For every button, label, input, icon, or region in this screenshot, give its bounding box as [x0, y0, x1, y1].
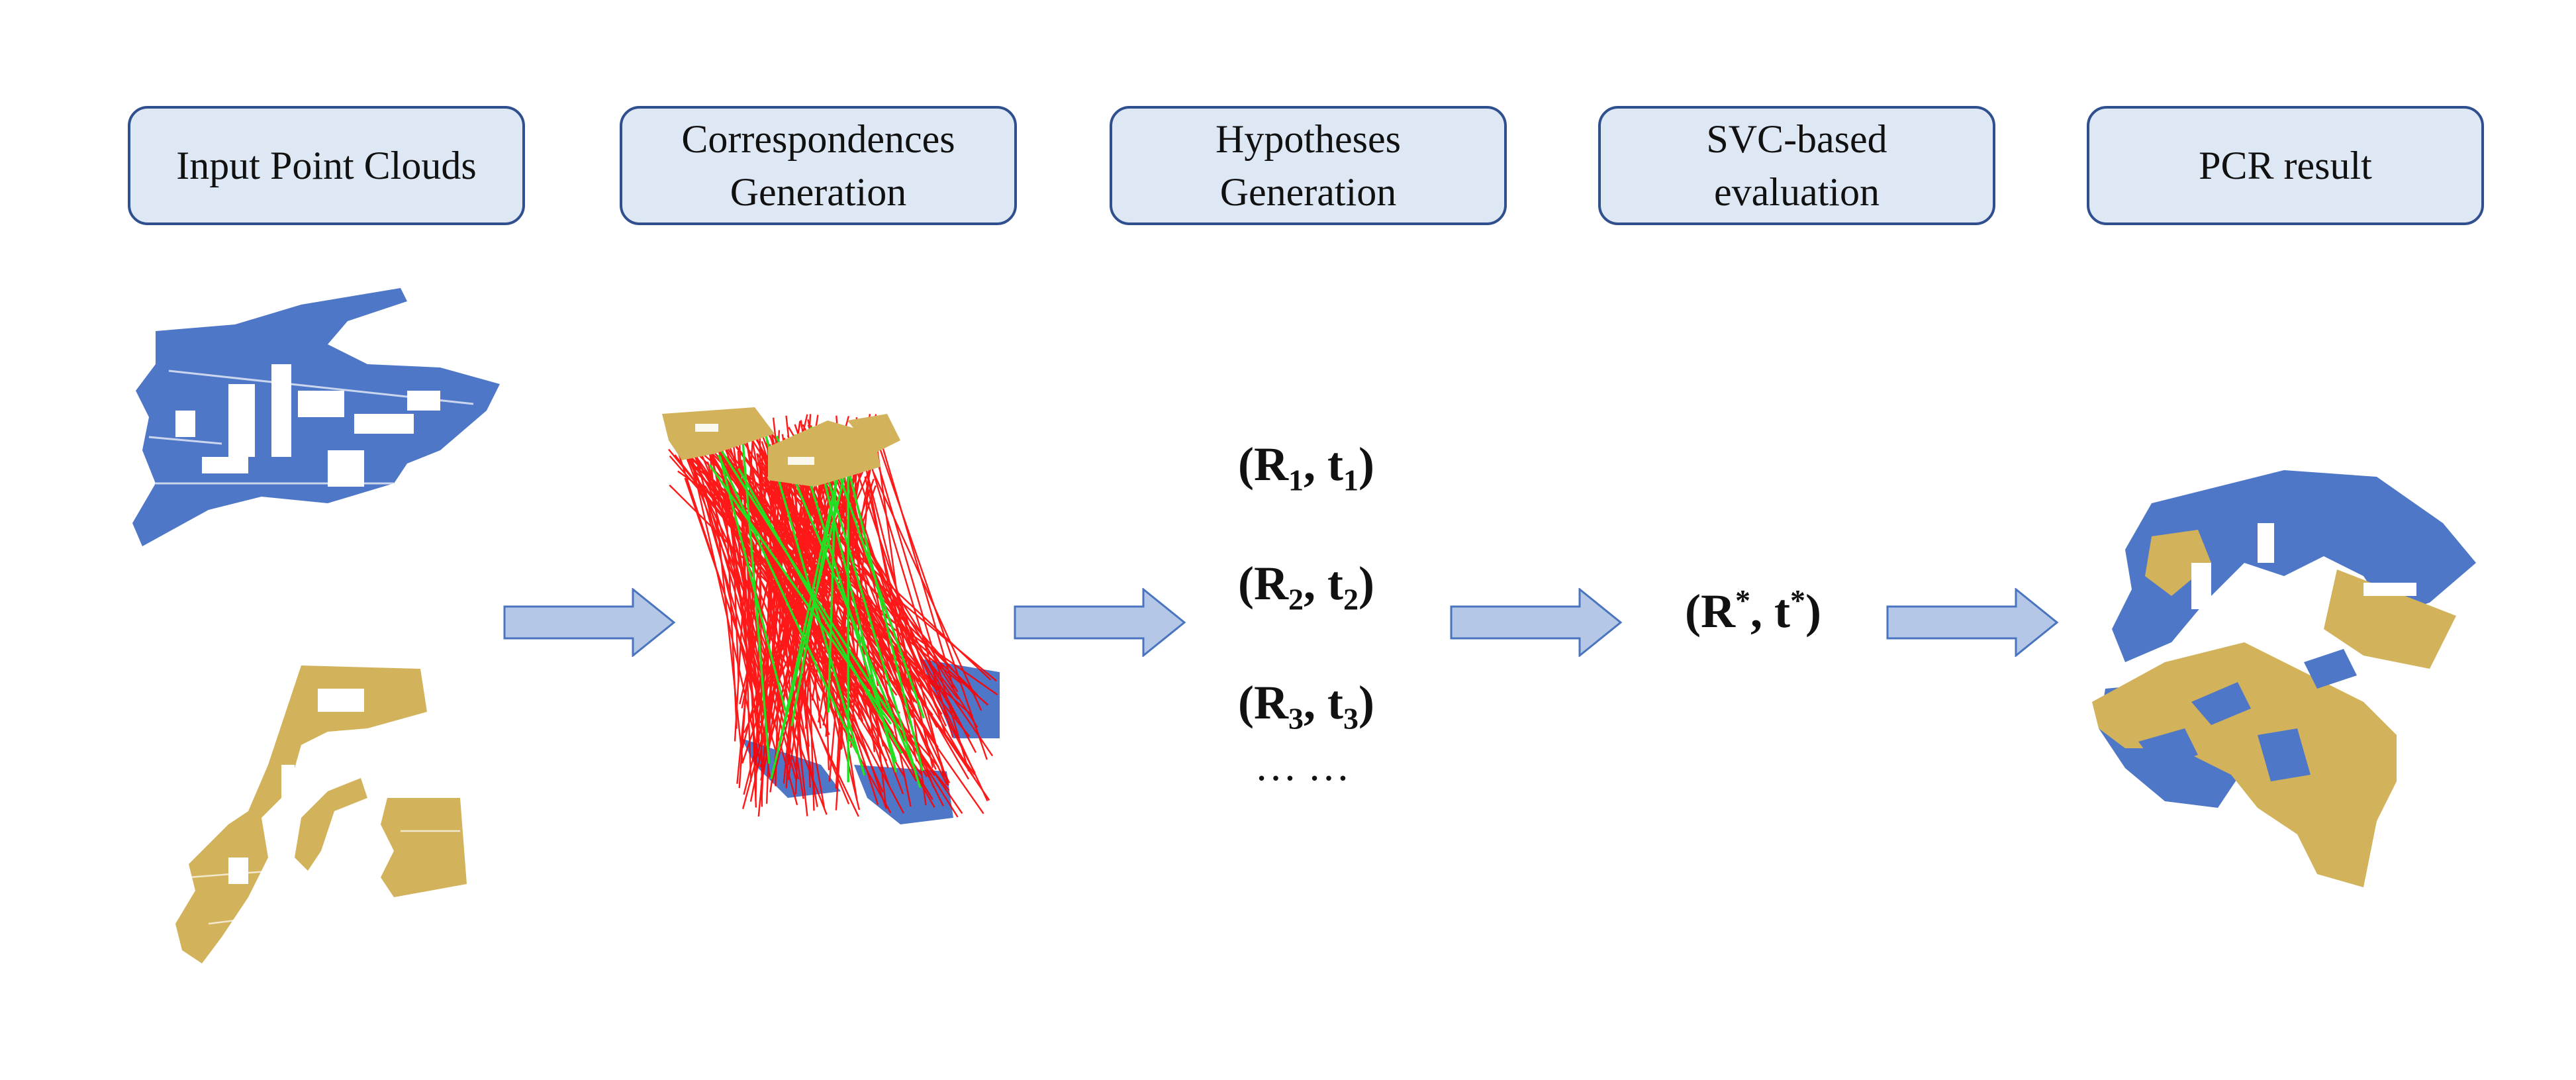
rotation-symbol: R	[1253, 438, 1288, 491]
stage-label-line-1: Hypotheses	[1216, 117, 1401, 161]
registered-point-cloud	[2092, 470, 2476, 887]
more-hypotheses-ellipsis: … …	[1255, 742, 1350, 789]
stage-label-line-1: Correspondences	[681, 117, 955, 161]
stage-label-line-1: SVC-based	[1706, 117, 1887, 161]
translation-symbol: t	[1327, 557, 1343, 610]
rotation-symbol: R	[1253, 557, 1288, 610]
stage-input-point-clouds: Input Point Clouds	[128, 106, 525, 225]
hypothesis-3: (R3, t3)	[1238, 676, 1374, 736]
stage-label: Input Point Clouds	[176, 144, 477, 187]
rotation-symbol: R	[1700, 585, 1735, 638]
correspondences-visualization	[662, 407, 1000, 824]
rotation-index: 3	[1288, 701, 1304, 736]
translation-index: 1	[1343, 463, 1359, 497]
stage-label: PCR result	[2199, 144, 2372, 187]
translation-symbol: t	[1327, 676, 1343, 729]
source-point-cloud	[132, 288, 500, 546]
flow-arrow-1	[503, 588, 676, 657]
hypothesis-1: (R1, t1)	[1238, 438, 1374, 497]
target-point-cloud	[175, 665, 467, 963]
rotation-index: 2	[1288, 582, 1304, 616]
stage-label-line-2: evaluation	[1714, 170, 1880, 214]
optimal-marker: *	[1735, 583, 1750, 617]
best-hypothesis: (R*, t*)	[1685, 583, 1821, 638]
translation-symbol: t	[1327, 438, 1343, 491]
hypothesis-2: (R2, t2)	[1238, 557, 1374, 616]
stage-label-line-2: Generation	[730, 170, 907, 214]
stage-svc-based-evaluation: SVC-based evaluation	[1598, 106, 1995, 225]
translation-index: 3	[1343, 701, 1359, 736]
flow-arrow-2	[1014, 588, 1186, 657]
stage-hypotheses-generation: Hypotheses Generation	[1110, 106, 1507, 225]
stage-correspondences-generation: Correspondences Generation	[620, 106, 1017, 225]
flow-arrow-3	[1450, 588, 1623, 657]
translation-index: 2	[1343, 582, 1359, 616]
translation-symbol: t	[1774, 585, 1790, 638]
flow-arrow-4	[1886, 588, 2059, 657]
rotation-symbol: R	[1253, 676, 1288, 729]
stage-pcr-result: PCR result	[2087, 106, 2484, 225]
stage-label-line-2: Generation	[1219, 170, 1397, 214]
rotation-index: 1	[1288, 463, 1304, 497]
optimal-marker: *	[1789, 583, 1805, 617]
